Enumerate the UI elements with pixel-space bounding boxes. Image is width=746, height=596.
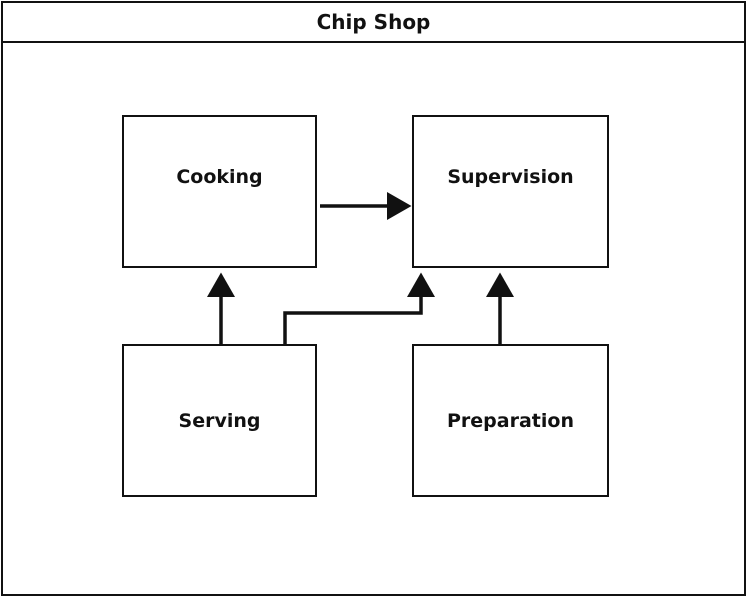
- node-supervision: Supervision: [412, 115, 609, 268]
- node-serving-label: Serving: [178, 409, 261, 432]
- node-preparation: Preparation: [412, 344, 609, 497]
- node-preparation-label: Preparation: [447, 409, 574, 432]
- arrow-serving-to-supervision: [283, 272, 435, 344]
- frame-title: Chip Shop: [316, 10, 431, 34]
- node-cooking: Cooking: [122, 115, 317, 268]
- frame-title-bar: Chip Shop: [3, 3, 744, 43]
- node-cooking-label: Cooking: [176, 165, 263, 188]
- node-supervision-label: Supervision: [447, 165, 574, 188]
- node-serving: Serving: [122, 344, 317, 497]
